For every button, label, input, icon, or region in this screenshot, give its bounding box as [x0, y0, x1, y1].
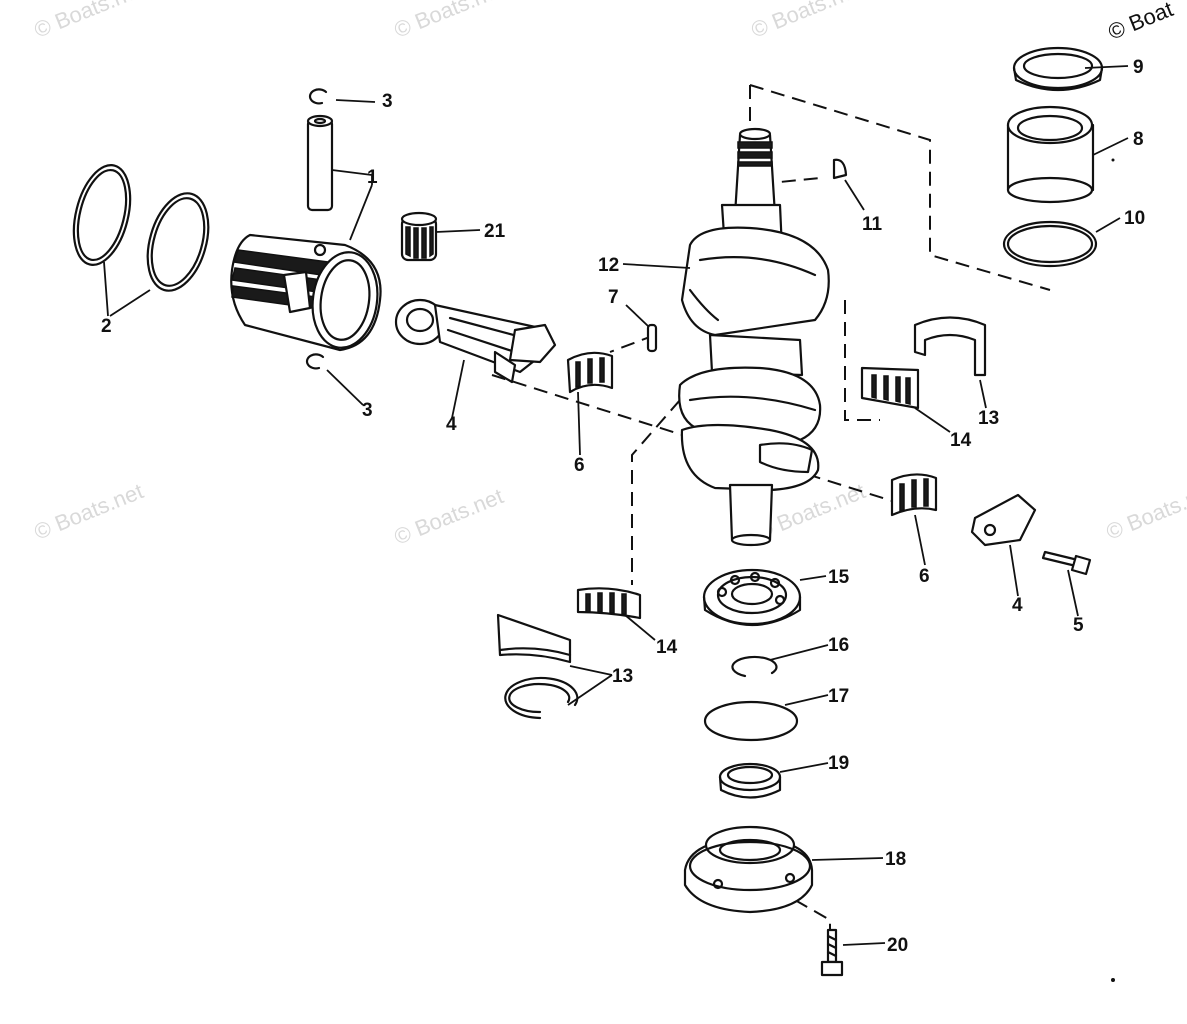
connecting-rod-cap	[970, 493, 1037, 547]
connecting-rod	[394, 298, 557, 384]
piston	[230, 233, 382, 352]
oil-seal	[718, 762, 782, 799]
callout-13: 13	[978, 408, 999, 429]
callout-19: 19	[828, 753, 849, 774]
callout-7: 7	[608, 287, 619, 308]
housing-screw	[820, 928, 844, 977]
callout-12: 12	[598, 255, 619, 276]
callout-8: 8	[1133, 129, 1144, 150]
piston-pin	[306, 114, 334, 212]
piston-rings	[72, 164, 210, 292]
watermark-corner-text: © Boat	[1105, 0, 1177, 45]
watermark-text: © Boats.net	[31, 0, 147, 43]
dowel-pin	[646, 323, 658, 353]
piston-pin-retainers	[305, 88, 328, 370]
callout-6: 6	[919, 566, 930, 587]
callout-18: 18	[885, 849, 906, 870]
callout-1: 1	[367, 167, 378, 188]
callout-5: 5	[1073, 615, 1084, 636]
watermark-text: © Boats.net	[1103, 478, 1187, 544]
watermark-text: © Boats.net	[748, 0, 864, 43]
upper-bearing-cage-half	[913, 316, 987, 377]
lower-bearing-housing	[683, 825, 814, 914]
callout-15: 15	[828, 567, 850, 588]
callout-14: 14	[656, 637, 678, 658]
lower-needle-cage-half	[576, 587, 642, 620]
callout-14: 14	[950, 430, 972, 451]
callout-4: 4	[1012, 595, 1023, 616]
callout-6: 6	[574, 455, 585, 476]
callout-labels: 3 1 2 3 4 21 6 7 12 11 9 8 10 13 14 6 4 …	[101, 57, 1145, 956]
callout-20: 20	[887, 935, 908, 956]
stray-dot	[1111, 158, 1115, 162]
o-ring	[703, 700, 799, 742]
upper-retaining-ring	[1002, 220, 1098, 268]
callout-4: 4	[446, 414, 457, 435]
rod-needle-cage-left	[566, 351, 614, 394]
needle-bearing	[400, 211, 438, 262]
upper-roller-bearing	[1006, 105, 1095, 204]
rod-cap-screw	[1041, 550, 1092, 576]
callout-17: 17	[828, 686, 849, 707]
callout-3: 3	[362, 400, 373, 421]
snap-ring	[731, 655, 778, 678]
upper-needle-cage-half	[860, 366, 920, 410]
lower-bearing-cage-half	[496, 613, 572, 664]
watermark-text: © Boats.net	[391, 0, 507, 43]
callout-2: 2	[101, 316, 112, 337]
callout-10: 10	[1124, 208, 1145, 229]
crankshaft	[678, 127, 830, 547]
lower-retaining-ring	[504, 676, 579, 720]
woodruff-key	[832, 158, 848, 180]
callout-13: 13	[612, 666, 633, 687]
callout-9: 9	[1133, 57, 1144, 78]
ball-bearing	[702, 568, 802, 626]
watermark-text: © Boats.net	[391, 483, 507, 549]
callout-3: 3	[382, 91, 393, 112]
watermark-text: © Boats.net	[31, 478, 147, 544]
leader-lines	[103, 65, 1129, 946]
rod-needle-cage-right	[890, 473, 938, 517]
upper-seal-ring	[1012, 46, 1104, 92]
callout-11: 11	[862, 214, 883, 235]
callout-16: 16	[828, 635, 849, 656]
stray-dot	[1111, 978, 1115, 982]
callout-21: 21	[484, 221, 506, 242]
